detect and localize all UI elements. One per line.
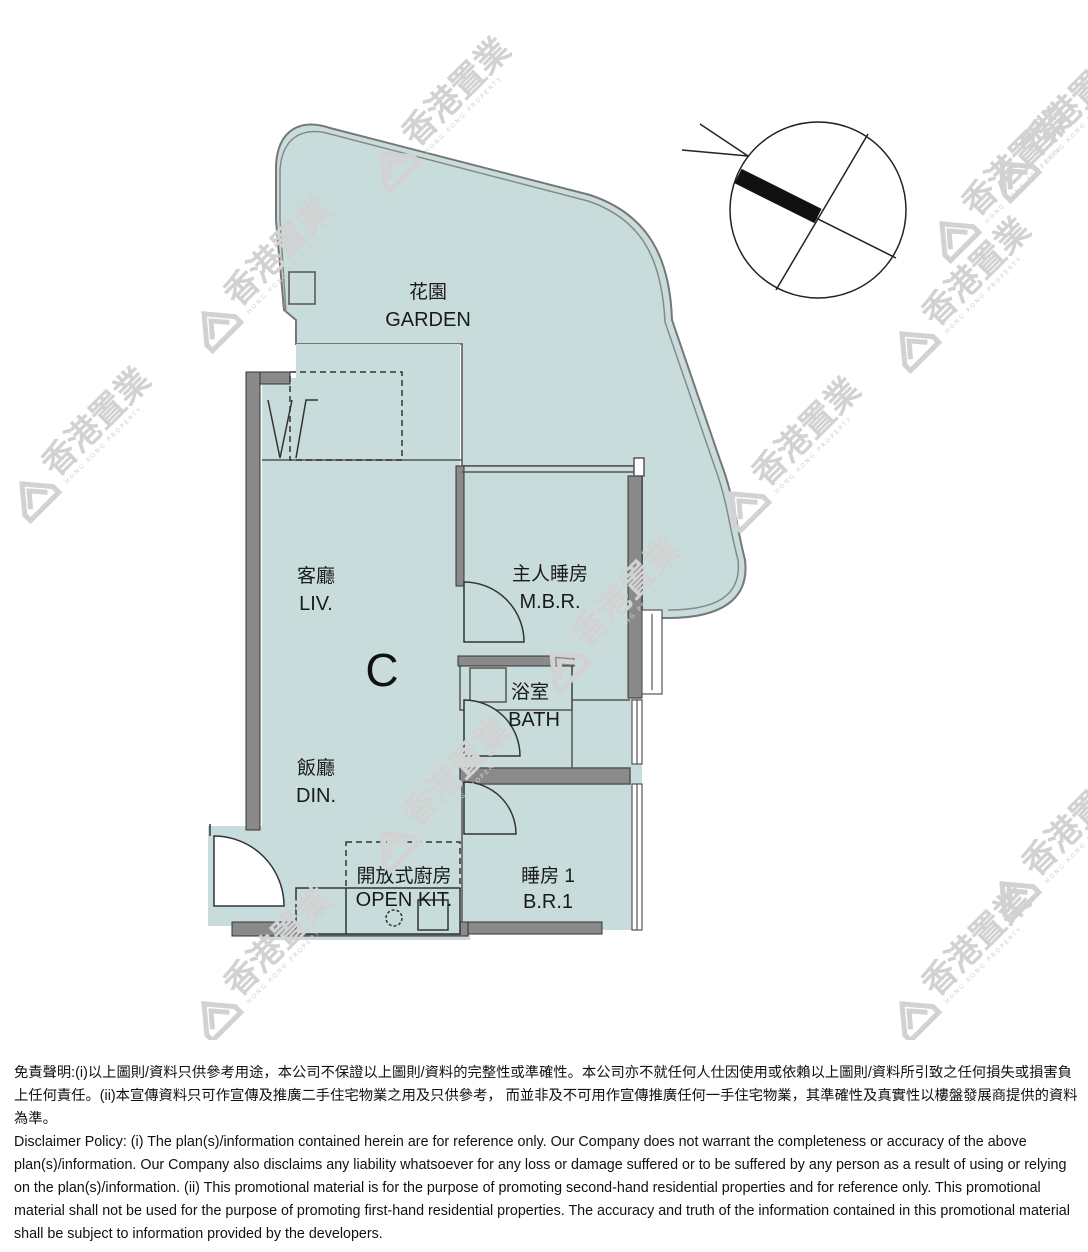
wall-mbr-west [455, 465, 465, 587]
unit-label: C [365, 644, 398, 696]
compass [681, 121, 907, 299]
house-logo-icon [999, 161, 1043, 205]
north-arrow-icon [681, 123, 749, 157]
door-swings [209, 581, 525, 907]
house-logo-icon [899, 331, 943, 375]
dining-label-zh: 飯廳 [297, 757, 335, 779]
flat-floor [262, 344, 642, 940]
watermark-brand: 香港置業 [914, 880, 1038, 1004]
master-bedroom-label-zh: 主人睡房 [512, 563, 588, 585]
house-logo-icon [939, 221, 983, 265]
garden-label-en: GARDEN [385, 309, 471, 331]
dining-label-en: DIN. [296, 785, 336, 807]
sliding-door [267, 371, 403, 461]
wall-west [245, 371, 261, 831]
watermark-brand: 香港置業 [744, 370, 868, 494]
house-logo-icon [201, 1001, 245, 1040]
garden-label-zh: 花園 [409, 281, 447, 303]
house-logo-icon [379, 831, 423, 875]
disclaimer: 免責聲明:(i)以上圖則/資料只供參考用途，本公司不保證以上圖則/資料的完整性或… [14, 1062, 1078, 1246]
bathroom-label-zh: 浴室 [511, 681, 549, 703]
watermark-brand: 香港置業 [1014, 760, 1088, 884]
house-logo-icon [19, 481, 63, 525]
living-label-en: LIV. [299, 593, 333, 615]
watermark-brand: 香港置業 [1014, 40, 1088, 164]
house-logo-icon [729, 491, 773, 535]
bedroom1-label-zh: 睡房 1 [521, 865, 575, 887]
garden-fixture [288, 271, 316, 305]
watermark-brand: 香港置業 [394, 30, 518, 154]
watermark-brand: 香港置業 [34, 360, 158, 484]
house-logo-icon [999, 881, 1043, 925]
floor-plan: C 花園 GARDEN 客廳 LIV. 主人睡房 M.B.R. 浴室 BATH … [19, 30, 1088, 1040]
disclaimer-zh: 免責聲明:(i)以上圖則/資料只供參考用途，本公司不保證以上圖則/資料的完整性或… [14, 1065, 1078, 1127]
partitions [262, 457, 645, 922]
bedroom1-label-en: B.R.1 [523, 891, 573, 913]
master-bedroom-label-en: M.B.R. [519, 591, 580, 613]
bathroom-label-en: BATH [508, 709, 560, 731]
house-logo-icon [379, 151, 423, 195]
wall-south-2 [467, 921, 603, 935]
disclaimer-en: Disclaimer Policy: (i) The plan(s)/infor… [14, 1134, 1070, 1242]
house-logo-icon [549, 651, 593, 695]
kitchen-label-zh: 開放式廚房 [356, 864, 451, 887]
kitchen-fixtures [295, 841, 461, 935]
garden-area [275, 123, 747, 619]
wall-top-stub [259, 371, 291, 385]
living-label-zh: 客廳 [297, 565, 335, 587]
house-logo-icon [201, 311, 245, 355]
hob-icon [385, 909, 403, 927]
kitchen-label-en: OPEN KIT. [356, 889, 453, 911]
windows [631, 609, 663, 931]
house-logo-icon [899, 1001, 943, 1040]
